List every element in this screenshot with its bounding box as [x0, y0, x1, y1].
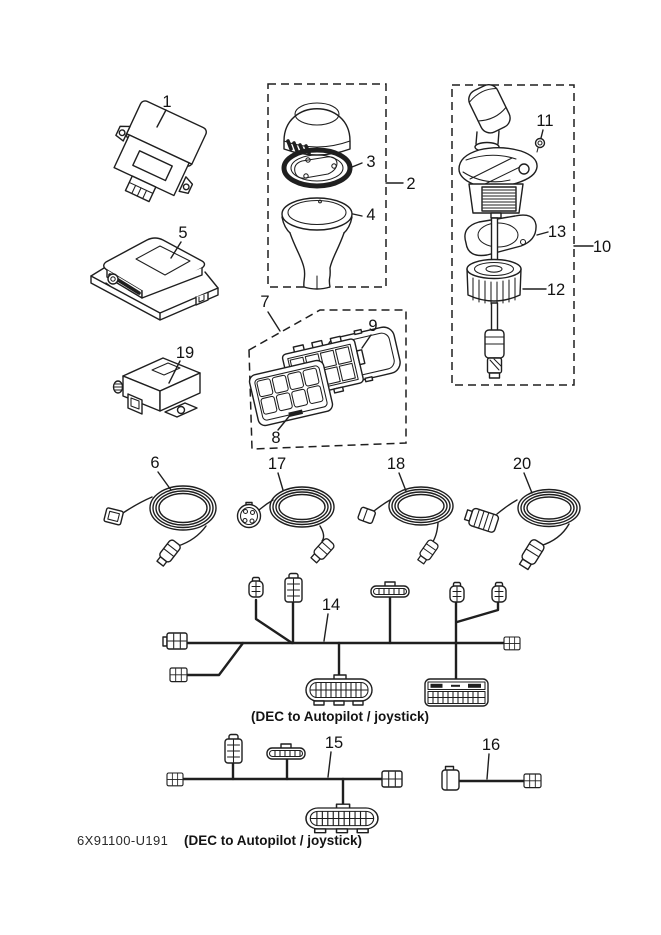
part-13-gasket	[464, 214, 537, 257]
harness-15	[166, 733, 403, 834]
harness-15-left-connector	[166, 772, 184, 787]
part-16-cable	[441, 765, 542, 791]
cable-6-connector	[154, 538, 183, 569]
callout-3-label: 3	[366, 153, 375, 171]
harness-14-top-connector-d	[491, 581, 507, 603]
harness-14	[162, 572, 521, 707]
cable-20-plug	[463, 507, 500, 533]
harness-14-multipin-connector	[305, 674, 373, 706]
callout-6-label: 6	[150, 454, 159, 472]
harness-14-caption: (DEC to Autopilot / joystick)	[251, 709, 429, 724]
cable-18-connector	[415, 538, 440, 566]
callout-20: 20	[513, 455, 533, 494]
joystick-knob	[468, 83, 511, 134]
joystick-body	[468, 183, 524, 219]
callout-2: 2	[385, 175, 416, 193]
harness-14-left-connector	[166, 632, 188, 650]
callout-13-label: 13	[548, 223, 566, 241]
callout-12-label: 12	[547, 281, 565, 299]
harness-15-flat-connector	[266, 743, 306, 760]
callout-19: 19	[168, 344, 194, 384]
part-code-label: 6X91100-U191	[77, 833, 168, 848]
joystick-shaft-lower	[490, 302, 499, 332]
harness-14-top-flat-connector	[370, 581, 410, 598]
cable-20-connector	[518, 539, 545, 571]
callout-1: 1	[156, 93, 172, 128]
callout-15: 15	[325, 734, 343, 778]
cable-6-plug	[103, 507, 124, 526]
callout-9-label: 9	[368, 317, 377, 335]
callout-16: 16	[482, 736, 500, 780]
cable-17-round-connector	[236, 501, 262, 529]
assembly-7-switch-panel	[248, 326, 401, 427]
callout-10: 10	[573, 238, 611, 256]
callout-14-label: 14	[322, 596, 340, 614]
callout-18: 18	[387, 455, 407, 492]
cable-18-plug	[357, 506, 376, 525]
callout-7: 7	[260, 293, 281, 332]
joystick-cable-connector	[484, 329, 505, 379]
callout-20-label: 20	[513, 455, 531, 473]
callout-16-label: 16	[482, 736, 500, 754]
harness-15-top-connector	[224, 733, 243, 764]
assembly-10-joystick	[458, 83, 546, 379]
part-5-cover	[90, 237, 219, 321]
callout-7-label: 7	[260, 293, 269, 311]
callout-4-label: 4	[366, 206, 375, 224]
callout-12: 12	[522, 281, 565, 299]
callout-11-label: 11	[536, 112, 553, 130]
part-12-ring-nut	[466, 258, 522, 305]
harness-14-right-connector	[503, 636, 521, 651]
assembly-2-antenna	[281, 102, 353, 290]
part-8-panel	[248, 359, 334, 427]
part-17-cable	[236, 486, 336, 566]
callout-10-label: 10	[593, 238, 611, 256]
part-4-knob	[281, 197, 353, 290]
cable-16-right-connector	[523, 773, 542, 789]
callout-14: 14	[322, 596, 340, 642]
harness-14-branch-connector	[169, 667, 188, 683]
callout-5-label: 5	[178, 224, 187, 242]
part-18-cable	[357, 486, 454, 566]
callout-18-label: 18	[387, 455, 405, 473]
harness-14-block-connector	[424, 678, 489, 707]
harness-15-right-connector	[381, 770, 403, 788]
callout-6: 6	[150, 454, 172, 491]
callout-1-label: 1	[162, 93, 171, 111]
part-20-cable	[463, 488, 581, 571]
assembly-7-boundary	[248, 309, 407, 450]
part-3-ring	[281, 147, 353, 189]
callout-5: 5	[170, 224, 188, 259]
callout-4: 4	[352, 206, 376, 224]
part-6-cable	[103, 485, 217, 569]
harness-14-top-connector-c	[449, 581, 465, 603]
part-11-screw	[534, 137, 546, 153]
callout-17: 17	[268, 455, 286, 491]
harness-15-multipin-connector	[305, 803, 379, 834]
callout-2-label: 2	[406, 175, 415, 193]
part-1-control-unit	[113, 100, 207, 203]
callout-19-label: 19	[176, 344, 194, 362]
callout-8: 8	[271, 413, 292, 447]
callout-9: 9	[361, 317, 378, 349]
callout-11: 11	[536, 112, 554, 139]
callout-3: 3	[351, 153, 376, 171]
antenna-dome	[283, 102, 351, 156]
callout-8-label: 8	[271, 429, 280, 447]
joystick-top-plate	[458, 147, 538, 188]
callout-15-label: 15	[325, 734, 343, 752]
cable-17-connector	[308, 536, 336, 566]
callout-17-label: 17	[268, 455, 286, 473]
harness-14-top-connector-b	[284, 572, 303, 603]
harness-14-top-connector-a	[248, 576, 264, 598]
callout-13: 13	[536, 223, 566, 241]
part-19-module	[112, 357, 201, 418]
assembly-10-boundary	[451, 84, 575, 386]
cable-16-left-connector	[441, 765, 460, 791]
harness-15-caption: (DEC to Autopilot / joystick)	[184, 833, 362, 848]
